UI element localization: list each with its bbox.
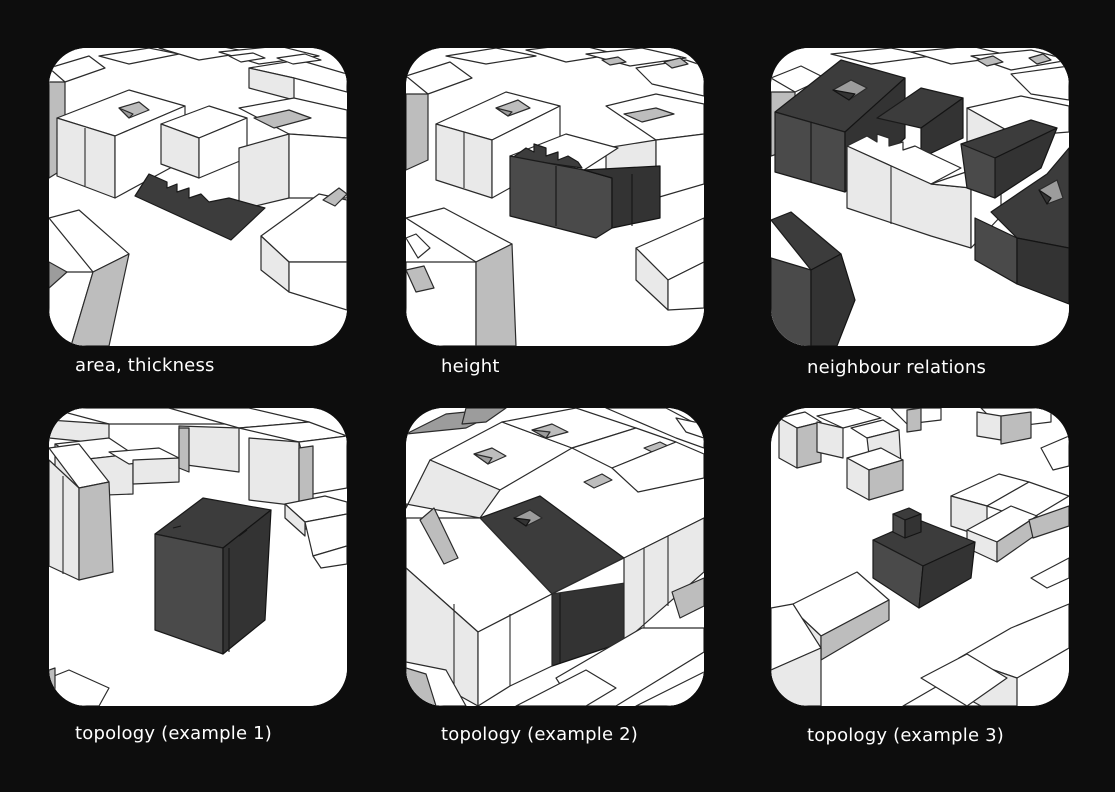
caption-neighbour-relations: neighbour relations (807, 357, 987, 378)
panel-topology-example-1 (49, 408, 347, 706)
panel-topology-example-2 (406, 408, 704, 706)
panel-area-thickness (49, 48, 347, 346)
caption-topology-example-3: topology (example 3) (807, 725, 1005, 746)
caption-height: height (441, 356, 500, 377)
building-model-illustration (49, 408, 347, 706)
building-model-illustration (406, 48, 704, 346)
caption-topology-example-2: topology (example 2) (441, 724, 639, 745)
caption-area-thickness: area, thickness (75, 355, 215, 376)
panel-topology-example-3 (771, 408, 1069, 706)
building-model-illustration (771, 408, 1069, 706)
caption-topology-example-1: topology (example 1) (75, 723, 273, 744)
building-model-illustration (406, 408, 704, 706)
panel-height (406, 48, 704, 346)
building-model-illustration (49, 48, 347, 346)
building-model-illustration (771, 48, 1069, 346)
panel-neighbour-relations (771, 48, 1069, 346)
